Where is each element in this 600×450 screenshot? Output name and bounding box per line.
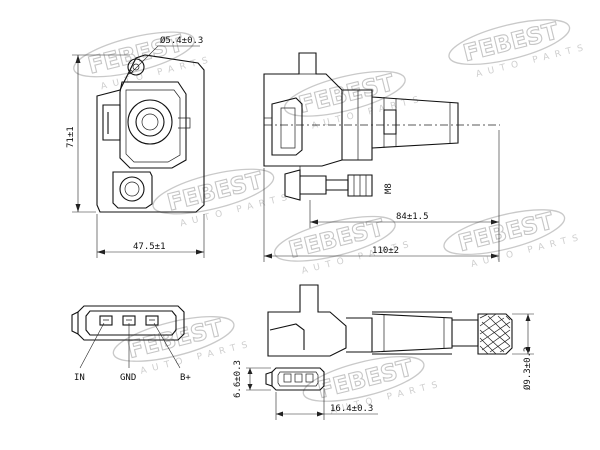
dim-length-body: 84±1.5	[396, 212, 429, 222]
pin-label-gnd: GND	[120, 373, 136, 383]
connector-face-view: IN GND B+	[71, 305, 191, 383]
bottom-side-view: Ø9.3±0.3 6.6±0.3 16.4±0.3	[233, 284, 534, 420]
dim-length-total: 110±2	[372, 246, 399, 256]
front-view: Ø5.4±0.3 71±1 47.5±1	[66, 35, 205, 258]
dim-connector-height: 6.6±0.3	[233, 360, 243, 398]
dim-connector-width: 16.4±0.3	[330, 404, 373, 414]
pin-label-in: IN	[74, 373, 85, 383]
dim-width-front: 47.5±1	[133, 242, 166, 252]
dim-hole-diameter: Ø5.4±0.3	[160, 35, 203, 46]
dim-thread: M8	[384, 183, 394, 194]
dim-cable-diameter: Ø9.3±0.3	[522, 347, 533, 390]
pin-label-bplus: B+	[180, 373, 191, 383]
watermark-layer: FEBEST AUTO PARTS FEBEST AUTO PARTS FEBE…	[73, 18, 590, 417]
side-view: M8 84±1.5 110±2	[263, 52, 500, 262]
dim-height: 71±1	[66, 126, 76, 148]
